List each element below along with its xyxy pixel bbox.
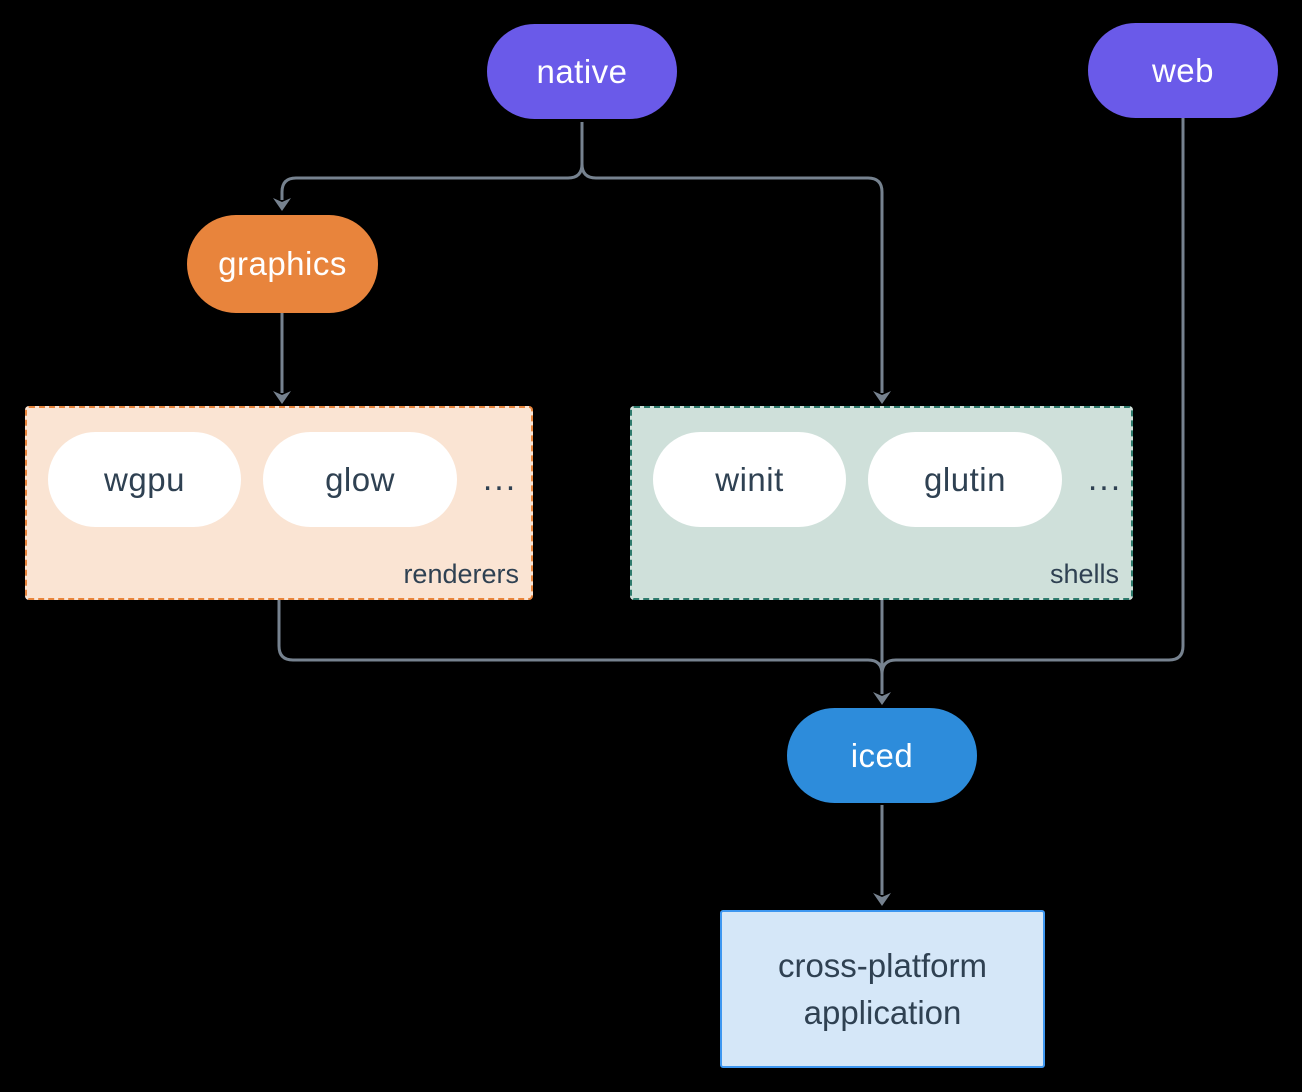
- node-native: native: [487, 24, 677, 119]
- edge-renderers-iced: [277, 600, 884, 675]
- edge-web-iced: [880, 118, 1185, 675]
- node-glow: glow: [263, 432, 457, 527]
- node-graphics-label: graphics: [218, 245, 347, 282]
- shells-ellipsis: ...: [1087, 460, 1123, 498]
- renderers-group-label: renderers: [403, 559, 519, 589]
- arrowhead-shells: [873, 391, 891, 404]
- node-glutin: glutin: [868, 432, 1062, 527]
- node-web: web: [1088, 23, 1278, 118]
- arrowhead-renderers: [273, 391, 291, 404]
- edge-native-shells: [580, 163, 884, 393]
- arrowhead-application: [873, 893, 891, 906]
- node-iced-label: iced: [850, 736, 914, 774]
- node-glutin-label: glutin: [924, 460, 1006, 498]
- node-cross-platform-application: cross-platform application: [720, 910, 1045, 1068]
- node-wgpu: wgpu: [48, 432, 241, 527]
- renderers-ellipsis: ...: [482, 460, 518, 498]
- node-graphics: graphics: [187, 215, 378, 313]
- node-winit: winit: [653, 432, 846, 527]
- node-iced: iced: [787, 708, 977, 803]
- group-shells: winit glutin ... shells: [630, 406, 1133, 600]
- node-wgpu-label: wgpu: [104, 460, 185, 498]
- node-web-label: web: [1151, 51, 1215, 89]
- shells-group-label: shells: [1049, 559, 1119, 589]
- application-label-line2: application: [803, 994, 962, 1031]
- edge-native-graphics: [280, 122, 584, 200]
- node-glow-label: glow: [325, 460, 395, 498]
- arrowhead-iced: [873, 692, 891, 705]
- node-native-label: native: [536, 52, 628, 90]
- node-winit-label: winit: [715, 460, 784, 498]
- group-renderers: wgpu glow ... renderers: [25, 406, 533, 600]
- application-label-line1: cross-platform: [777, 947, 988, 984]
- arrowhead-graphics: [273, 198, 291, 211]
